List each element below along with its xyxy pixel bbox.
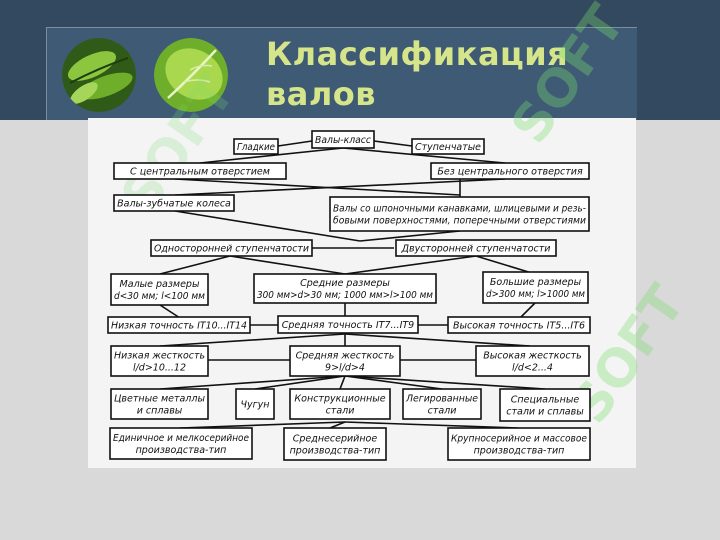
diagram-box <box>475 345 590 377</box>
diagram-box-label: Большие размеры <box>490 277 582 288</box>
node-two-sided: Двусторонней ступенчатости <box>395 239 557 257</box>
diagram-box <box>113 194 235 212</box>
diagram-box <box>233 138 279 155</box>
node-production-single: Единичное и мелкосерийноепроизводства-ти… <box>109 427 253 460</box>
diagram-box-label: Низкая точность IT10...IT14 <box>111 321 247 332</box>
diagram-box-label: Ступенчатые <box>415 142 481 153</box>
diagram-box <box>283 427 387 461</box>
diagram-box-label: Средние размеры <box>300 278 390 289</box>
diagram-box-label: Среднесерийное <box>293 434 378 445</box>
diagram-box-label: бовыми поверхностями, поперечными отверс… <box>333 216 586 227</box>
diagram-box <box>411 138 485 155</box>
title-panel <box>46 27 637 120</box>
node-material-cast-iron: Чугун <box>235 388 275 420</box>
diagram-box-label: 300 мм>d>30 мм; 1000 мм>l>100 мм <box>257 290 433 301</box>
diagram-box-label: стали <box>326 406 355 417</box>
diagram-box-label: Чугун <box>241 400 270 411</box>
diagram-box-label: Валы-класс <box>315 135 372 146</box>
diagram-box-label: Средняя жесткость <box>296 351 395 362</box>
diagram-box <box>447 427 591 461</box>
node-stepped: Ступенчатые <box>411 138 485 155</box>
diagram-box-label: Конструкционные <box>294 394 385 405</box>
diagram-box <box>150 239 313 257</box>
diagram-box <box>447 316 591 334</box>
diagram-box-label: Крупносерийное и массовое <box>451 434 587 445</box>
diagram-box-label: Средняя точность IT7...IT9 <box>282 320 414 331</box>
diagram-box-label: Единичное и мелкосерийное <box>113 433 249 444</box>
diagram-box-label: Легированные <box>405 394 478 405</box>
diagram-box-label: стали и сплавы <box>506 407 584 418</box>
diagram-box <box>289 388 391 420</box>
node-keyed: Валы со шпоночными канавками, шлицевыми … <box>329 196 590 232</box>
diagram-box-label: Цветные металлы <box>114 394 205 405</box>
node-with-hole: С центральным отверстием <box>113 162 287 180</box>
node-accuracy-mid: Средняя точность IT7...IT9 <box>277 315 419 334</box>
node-production-large: Крупносерийное и массовоепроизводства-ти… <box>447 427 591 461</box>
diagram-box <box>109 427 253 460</box>
diagram-box <box>277 315 419 334</box>
node-no-hole: Без центрального отверстия <box>430 162 590 180</box>
leaf-photo-left <box>62 38 136 112</box>
node-accuracy-low: Низкая точность IT10...IT14 <box>107 316 251 334</box>
leaf-photo-right <box>154 38 228 112</box>
diagram-box-label: производства-тип <box>474 446 565 457</box>
diagram-box <box>110 273 209 306</box>
diagram-box-label: Высокая жесткость <box>483 351 581 362</box>
diagram-box <box>311 130 375 149</box>
diagram-box-label: Специальные <box>511 395 580 406</box>
diagram-box-label: Гладкие <box>237 142 275 153</box>
node-root: Валы-класс <box>311 130 375 149</box>
diagram-box-label: Двусторонней ступенчатости <box>401 244 551 255</box>
diagram-box-label: d>300 мм; l>1000 мм <box>486 289 585 300</box>
slide-title: Классификация валов <box>266 35 569 113</box>
diagram-box-label: стали <box>428 406 457 417</box>
node-accuracy-high: Высокая точность IT5...IT6 <box>447 316 591 334</box>
diagram-box-label: Без центрального отверстия <box>437 167 583 178</box>
diagram-box-label: Валы-зубчатые колеса <box>117 199 231 210</box>
diagram-box <box>235 388 275 420</box>
diagram-box <box>289 345 401 377</box>
diagram-box-label: Низкая жесткость <box>114 351 205 362</box>
diagram-box-label: l/d>10...12 <box>133 363 186 374</box>
diagram-box-label: и сплавы <box>137 406 183 417</box>
diagram-box-label: 9>l/d>4 <box>325 363 365 374</box>
node-gear-shafts: Валы-зубчатые колеса <box>113 194 235 212</box>
diagram-box-label: С центральным отверстием <box>130 167 270 178</box>
node-one-sided: Односторонней ступенчатости <box>150 239 313 257</box>
diagram-box-label: Высокая точность IT5...IT6 <box>453 321 585 332</box>
diagram-box <box>113 162 287 180</box>
diagram-box <box>329 196 590 232</box>
diagram-box-label: производства-тип <box>136 445 227 456</box>
diagram-box <box>395 239 557 257</box>
diagram-box-label: l/d<2...4 <box>512 363 553 374</box>
diagram-box-label: Односторонней ступенчатости <box>154 244 309 255</box>
diagram-box <box>253 273 437 304</box>
diagram-box <box>107 316 251 334</box>
diagram-box-label: Малые размеры <box>120 279 200 290</box>
diagram-box <box>499 388 591 422</box>
diagram-box-label: производства-тип <box>290 446 381 457</box>
diagram-box-label: d<30 мм; l<100 мм <box>114 291 205 302</box>
node-smooth: Гладкие <box>233 138 279 155</box>
diagram-box <box>110 388 209 420</box>
diagram-box <box>402 388 482 420</box>
diagram-box <box>430 162 590 180</box>
diagram-box <box>482 271 589 304</box>
diagram-box <box>110 345 209 377</box>
connector-lines <box>159 140 546 429</box>
diagram-box-label: Валы со шпоночными канавками, шлицевыми … <box>333 204 587 215</box>
